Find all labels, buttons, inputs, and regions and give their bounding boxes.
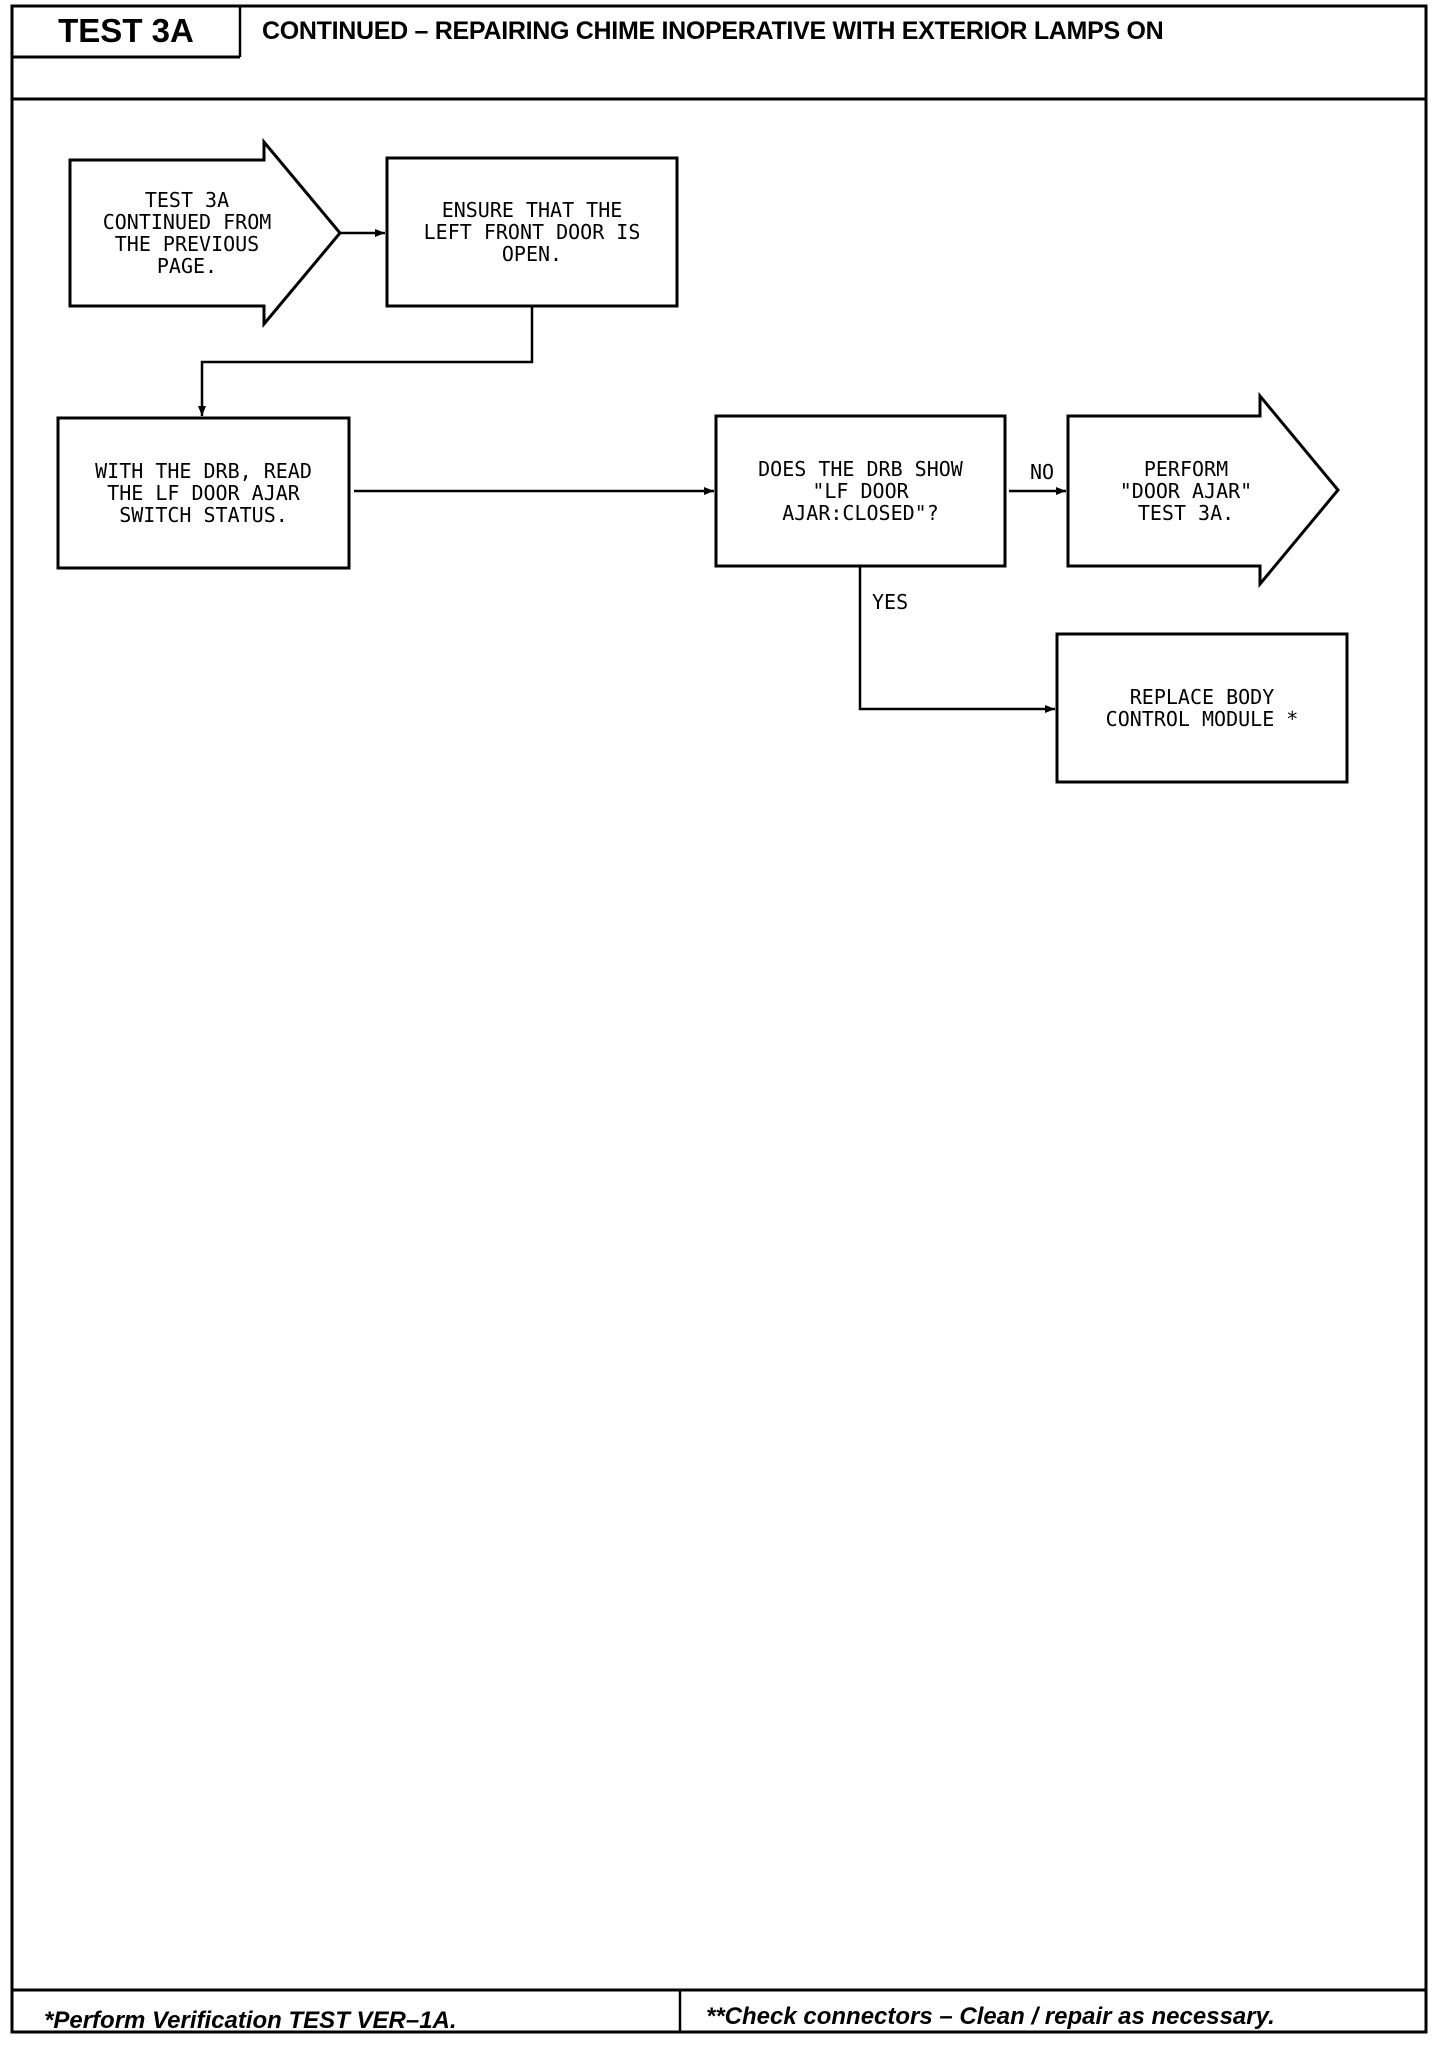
node-read-switch-status-shape <box>56 416 351 570</box>
node-read-switch-status-text: WITH THE DRB, READ THE LF DOOR AJAR SWIT… <box>95 459 312 527</box>
edge-label-no: NO <box>1030 460 1055 484</box>
node-ensure-door-open-text: ENSURE THAT THE LEFT FRONT DOOR IS OPEN. <box>423 198 641 266</box>
edge-decision-yes <box>858 566 1055 713</box>
node-start-shape <box>68 137 342 329</box>
edge-label-yes: YES <box>872 590 909 614</box>
node-perform-test-text: PERFORM "DOOR AJAR" TEST 3A. <box>1119 457 1253 525</box>
page-frame <box>10 4 1428 2034</box>
footer-connectors-note: **Check connectors – Clean / repair as n… <box>706 2003 1275 2030</box>
node-perform-test-shape <box>1066 391 1340 589</box>
edge-ensure-to-read <box>198 306 534 416</box>
node-decision-closed-text: DOES THE DRB SHOW "LF DOOR AJAR:CLOSED"? <box>758 457 963 525</box>
node-decision-closed-shape <box>714 414 1007 568</box>
test-id-label: TEST 3A <box>58 12 194 49</box>
node-start-text: TEST 3A CONTINUED FROM THE PREVIOUS PAGE… <box>102 188 272 278</box>
footer-verification-note: *Perform Verification TEST VER–1A. <box>44 2007 457 2034</box>
node-replace-bcm-shape <box>1055 632 1349 784</box>
node-replace-bcm-text: REPLACE BODY CONTROL MODULE * <box>1105 685 1299 731</box>
page-title: CONTINUED – REPAIRING CHIME INOPERATIVE … <box>262 16 1164 45</box>
node-ensure-door-open-shape <box>385 156 679 308</box>
